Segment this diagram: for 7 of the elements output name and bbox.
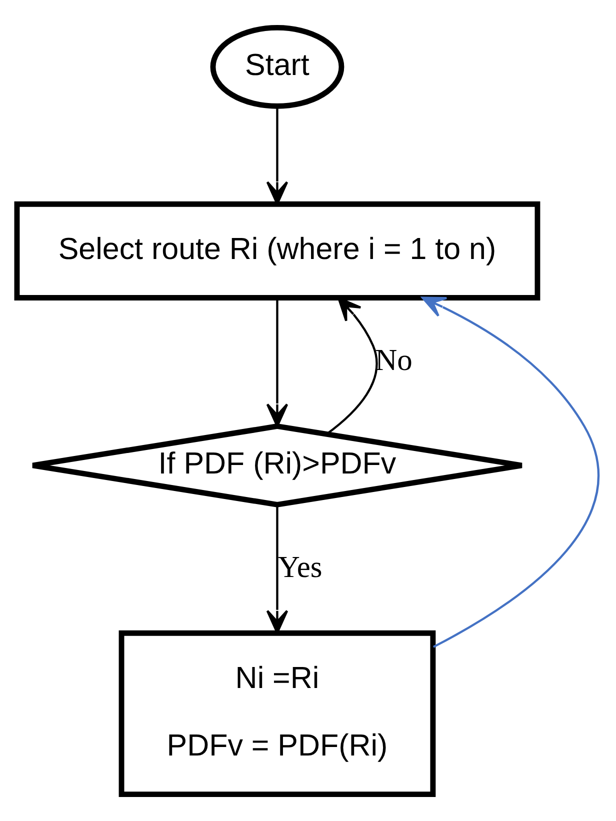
node-box: Ni =Ri PDFv = PDF(Ri) (118, 630, 436, 797)
arrow (422, 296, 600, 648)
node-diamond: If PDF (Ri)>PDFv (30, 422, 524, 507)
arrow (266, 504, 288, 634)
node-box: Select route Ri (where i = 1 to n) (14, 200, 540, 300)
arrow (266, 298, 288, 427)
node-ellipse: Start (210, 24, 344, 108)
